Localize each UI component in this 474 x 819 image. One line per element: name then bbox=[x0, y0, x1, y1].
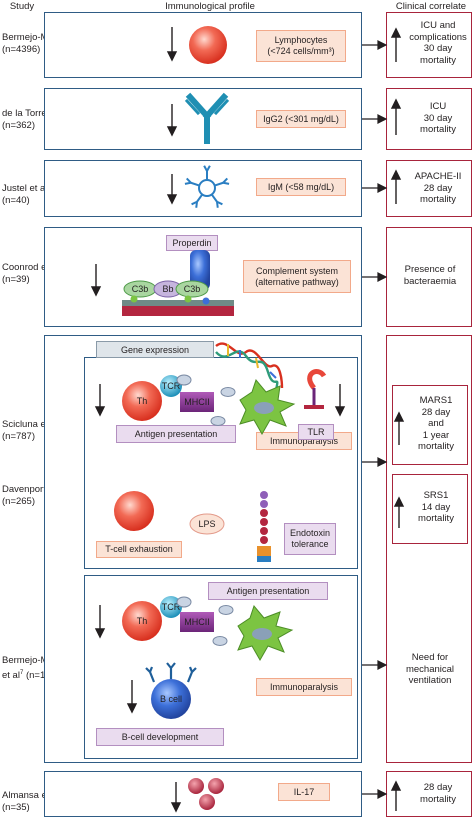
finding-il17: IL-17 bbox=[278, 783, 330, 801]
th-label-2: Th bbox=[137, 616, 148, 626]
t-cell-icon: Th TCR bbox=[122, 375, 182, 421]
label-antigen-presentation-1: Antigen presentation bbox=[116, 425, 236, 443]
lps-label-icon: LPS bbox=[189, 513, 225, 535]
right-arrow-icon bbox=[362, 272, 388, 282]
down-arrow-icon bbox=[166, 27, 178, 62]
up-arrow-icon bbox=[390, 98, 402, 135]
up-arrow-icon bbox=[393, 496, 405, 528]
down-arrow-icon bbox=[126, 680, 138, 714]
exhausted-t-cell-icon bbox=[114, 491, 154, 531]
down-arrow-icon bbox=[166, 174, 178, 205]
label-properdin: Properdin bbox=[166, 235, 218, 251]
up-arrow-icon bbox=[393, 411, 405, 445]
down-arrow-icon bbox=[90, 264, 102, 297]
lps-label: LPS bbox=[198, 519, 215, 529]
lymphocyte-icon bbox=[189, 26, 227, 64]
right-arrow-icon bbox=[362, 114, 388, 124]
igm-pentamer-icon bbox=[184, 165, 230, 208]
antibody-y-icon bbox=[184, 92, 230, 144]
complement-complex-icon: C3b Bb C3b bbox=[122, 250, 234, 316]
clinical-panel-1 bbox=[386, 12, 472, 78]
mhcii-icon: MHCII bbox=[180, 392, 214, 412]
finding-igm: IgM (<58 mg/dL) bbox=[256, 178, 346, 196]
down-arrow-icon bbox=[170, 782, 182, 813]
clinical-panel-7 bbox=[386, 771, 472, 817]
right-arrow-icon bbox=[362, 457, 388, 467]
dendritic-cell-icon bbox=[239, 378, 296, 436]
finding-lymphocytes: Lymphocytes(<724 cells/mm³) bbox=[256, 30, 346, 62]
right-arrow-icon bbox=[362, 183, 388, 193]
b-cell-icon: B cell bbox=[145, 662, 197, 719]
mhcii-label-2: MHCII bbox=[184, 617, 210, 627]
tcr-label-2: TCR bbox=[162, 602, 181, 612]
lps-chain-icon bbox=[257, 491, 271, 562]
clinical-panel-2 bbox=[386, 88, 472, 150]
profile-header: Immunological profile bbox=[165, 1, 255, 12]
down-arrow-icon bbox=[166, 104, 178, 137]
label-antigen-presentation-2: Antigen presentation bbox=[208, 582, 328, 600]
label-tlr: TLR bbox=[298, 424, 334, 440]
tlr-receptor-icon bbox=[304, 369, 327, 409]
up-arrow-icon bbox=[390, 169, 402, 204]
finding-complement: Complement system(alternative pathway) bbox=[243, 260, 351, 293]
down-arrow-icon bbox=[94, 384, 106, 417]
c3b-label-2: C3b bbox=[184, 284, 201, 294]
clinical-subpanel-mars1 bbox=[392, 385, 468, 465]
right-arrow-icon bbox=[362, 789, 388, 799]
study-header: Study bbox=[9, 1, 35, 12]
bb-label: Bb bbox=[162, 284, 173, 294]
mhcii-icon: MHCII bbox=[180, 612, 214, 632]
t-cell-icon: Th TCR bbox=[122, 596, 182, 641]
down-arrow-icon bbox=[94, 605, 106, 639]
up-arrow-icon bbox=[390, 27, 402, 62]
il17-cluster-icon bbox=[188, 778, 224, 810]
label-tcell-exhaustion: T-cell exhaustion bbox=[96, 541, 182, 558]
right-arrow-icon bbox=[362, 40, 388, 50]
clinical-header: Clinical correlate bbox=[395, 1, 467, 12]
label-bcell-development: B-cell development bbox=[96, 728, 224, 746]
right-arrow-icon bbox=[362, 660, 388, 670]
dendritic-cell-icon bbox=[237, 604, 294, 662]
c3b-label-1: C3b bbox=[132, 284, 149, 294]
bcell-label: B cell bbox=[160, 694, 182, 704]
clinical-subpanel-srs1 bbox=[392, 474, 468, 544]
label-gene-expression: Gene expression bbox=[96, 341, 214, 358]
dna-helix-icon bbox=[215, 342, 284, 391]
label-immunoparalysis-2: Immunoparalysis bbox=[256, 678, 352, 696]
clinical-panel-3 bbox=[386, 160, 472, 217]
up-arrow-icon bbox=[390, 780, 402, 811]
finding-igg2: IgG2 (<301 mg/dL) bbox=[256, 110, 346, 128]
down-arrow-icon bbox=[334, 384, 346, 417]
clinical-panel-4 bbox=[386, 227, 472, 327]
th-label: Th bbox=[137, 396, 148, 406]
tcr-label: TCR bbox=[162, 381, 181, 391]
mhcii-label: MHCII bbox=[184, 397, 210, 407]
